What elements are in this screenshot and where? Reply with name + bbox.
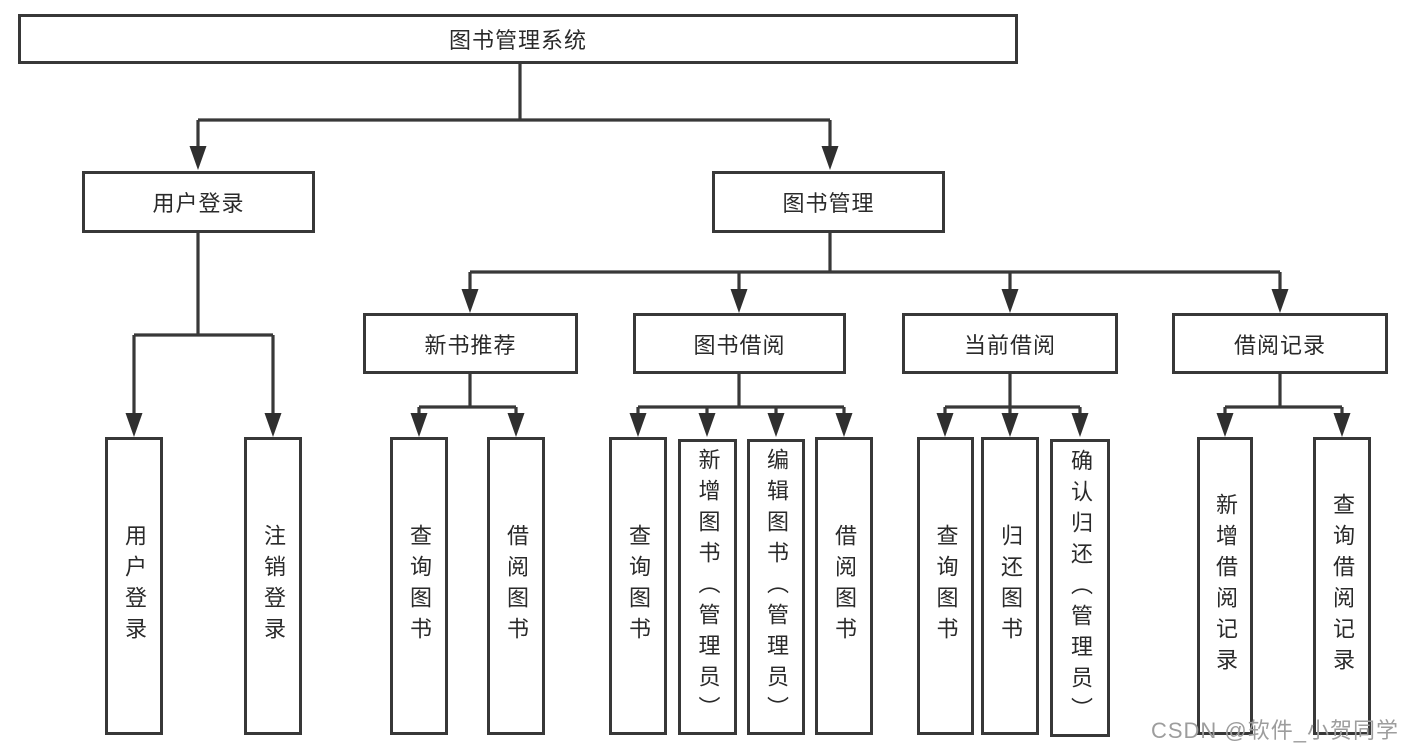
leaf-label: 新增图书（管理员） (695, 447, 721, 727)
leaf-borrow-edit-books-admin: 编辑图书（管理员） (747, 439, 805, 735)
leaf-logout: 注销登录 (244, 437, 302, 735)
leaf-label: 新增借阅记录 (1213, 493, 1238, 679)
node-label: 图书借阅 (693, 332, 786, 358)
leaf-borrow-query-books: 查询图书 (609, 437, 667, 735)
leaf-current-confirm-return-admin: 确认归还（管理员） (1050, 439, 1110, 737)
node-new-book-recommend: 新书推荐 (363, 313, 578, 374)
node-label: 当前借阅 (963, 332, 1056, 358)
leaf-label: 归还图书 (998, 524, 1023, 648)
leaf-label: 查询图书 (407, 524, 432, 648)
leaf-borrow-borrow-books: 借阅图书 (815, 437, 873, 735)
leaf-label: 借阅图书 (832, 524, 857, 648)
leaf-current-query-books: 查询图书 (917, 437, 974, 735)
leaf-label: 查询图书 (626, 524, 651, 648)
leaf-newbook-borrow-books: 借阅图书 (487, 437, 545, 735)
leaf-records-add-record: 新增借阅记录 (1197, 437, 1253, 735)
leaf-label: 查询借阅记录 (1330, 493, 1355, 679)
leaf-newbook-query-books: 查询图书 (390, 437, 448, 735)
leaf-label: 编辑图书（管理员） (764, 447, 789, 727)
leaf-label: 查询图书 (933, 524, 959, 648)
leaf-user-login: 用户登录 (105, 437, 163, 735)
leaf-label: 注销登录 (261, 524, 286, 648)
leaf-borrow-add-books-admin: 新增图书（管理员） (678, 439, 737, 735)
leaf-label: 借阅图书 (504, 524, 529, 648)
node-user-login: 用户登录 (82, 171, 315, 233)
arrowheads (125, 146, 1351, 437)
node-borrow-records: 借阅记录 (1172, 313, 1388, 374)
leaf-label: 用户登录 (122, 524, 147, 648)
node-label: 图书管理 (782, 191, 875, 216)
node-book-borrow: 图书借阅 (633, 313, 846, 374)
leaf-current-return-books: 归还图书 (981, 437, 1039, 735)
node-label: 借阅记录 (1233, 332, 1326, 358)
node-label: 新书推荐 (424, 332, 517, 358)
leaf-records-query-record: 查询借阅记录 (1313, 437, 1371, 735)
node-root-system: 图书管理系统 (18, 14, 1018, 64)
node-label: 图书管理系统 (448, 28, 587, 53)
node-current-borrow: 当前借阅 (902, 313, 1118, 374)
csdn-watermark: CSDN @软件_小贺同学 (1150, 718, 1399, 743)
node-label: 用户登录 (152, 191, 245, 216)
leaf-label: 确认归还（管理员） (1068, 448, 1093, 728)
node-book-management: 图书管理 (712, 171, 945, 233)
